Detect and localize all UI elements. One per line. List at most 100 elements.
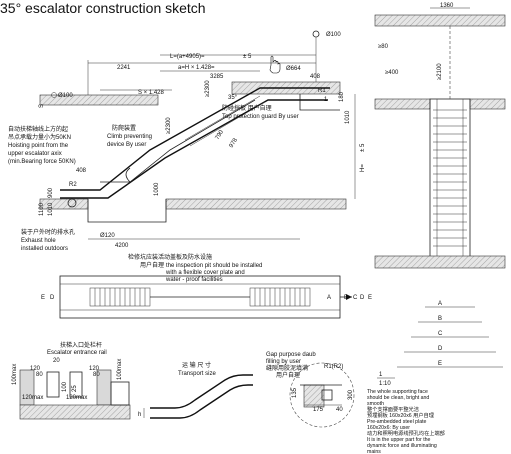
note-4: 整个支撑面要平整光洁 [367, 405, 419, 413]
note-10: dynamic force and illuminating [367, 443, 437, 449]
gap-note-en2: filling by user [266, 359, 301, 365]
pit-note-cn2: 用户自理 [140, 261, 164, 269]
rail-center-b [69, 371, 83, 398]
dim-s-factor: S × 1.428 [138, 90, 165, 96]
drill-hole-left [51, 92, 57, 98]
end-view-top-slab [374, 14, 506, 27]
dim-1000: 1000 [154, 182, 160, 196]
plan-label-a: A [327, 295, 331, 301]
upper-left-slab [39, 94, 159, 106]
dim-180: 180 [339, 91, 345, 102]
rail-dim-120a: 120 [30, 366, 41, 372]
note-2: should be clean, bright and [367, 395, 429, 401]
dim-r2: R2 [69, 182, 77, 188]
rail-center-a [46, 371, 60, 398]
pit-note-en2: with a flexible cover plate and [165, 270, 245, 276]
gap-r-label: R1(R2) [324, 364, 343, 370]
plan-label-c: C [353, 295, 358, 301]
notes-block: 1 1:10 The whole supporting face should … [367, 372, 445, 454]
dim-1010-b: 1010 [48, 202, 54, 216]
transport-truss-bottom [150, 384, 253, 419]
dim-408-bottom: 408 [76, 168, 87, 174]
note-6: Pre-ambedded steel plate [367, 419, 427, 425]
gap-note-en1: Gap purpose daub [266, 352, 316, 358]
dim-1010: 1010 [345, 110, 351, 124]
note-5: 预埋钢板 160x20x6 用户自理 [367, 411, 435, 419]
transport-size-detail: 运 输 尺 寸 Transport size h [138, 361, 253, 419]
rail-note-cn: 扶梯入口处栏杆 [60, 341, 102, 349]
scale-ratio: 1:10 [379, 381, 391, 387]
end-label-c: C [438, 331, 443, 337]
a-formula: a=H × 1.428= [178, 65, 215, 71]
note-11: mains [367, 449, 381, 454]
transport-truss-top [150, 374, 253, 409]
hand-pointer-icon [269, 55, 281, 74]
guard-note-cn: 防碰挡板 用户自理 [222, 104, 272, 112]
hoist-point-upper [312, 30, 320, 38]
truss-top-line [60, 87, 330, 191]
note-3: smooth [367, 401, 384, 407]
rail-note-en: Escalator entrance rail [47, 350, 107, 356]
length-formula: L=(a+4905)= [170, 54, 205, 60]
end-label-d: D [438, 346, 443, 352]
exhaust-note-en1: Exhaust hole [21, 238, 56, 244]
hoist-note-en2: upper escalator axix [8, 151, 62, 157]
drawing-title: 35° escalator construction sketch [0, 0, 206, 16]
hoist-point-lower [67, 198, 77, 208]
rail-dim-120max-r: 120max [66, 395, 87, 401]
dim-1360: 1360 [440, 3, 454, 9]
dim-400: ≥400 [385, 70, 399, 76]
side-elevation-view: L=(a+4905)= ± 5 a=H × 1.428= 2241 3285 S… [8, 30, 366, 252]
gap-dim-300: 300 [348, 389, 354, 400]
handrail-newel-lower [125, 167, 131, 183]
pit-note-en3: water - proof facilities [165, 277, 223, 283]
transport-note-en: Transport size [178, 371, 216, 377]
rail-dim-100max-l: 100max [12, 364, 18, 385]
transport-dim-h: h [138, 412, 141, 418]
plan-label-b: B [344, 295, 348, 301]
length-tolerance: ± 5 [243, 54, 252, 60]
climb-note-en2: device By user [107, 142, 146, 148]
plan-label-d-right: D [360, 295, 365, 301]
end-section-view: 1360 ≥80 ≥400 ≥2100 [374, 3, 506, 269]
rail-dim-80: 80 [36, 372, 43, 378]
gap-note-cn4: 用户自理 [276, 371, 300, 379]
dim-100-left: Ø100 [58, 93, 73, 99]
end-view-bottom-slab [374, 255, 506, 269]
note-8: 动力和照明电源线预孔均在上端部 [367, 429, 445, 437]
dim-2300-b: ≥2300 [166, 117, 172, 134]
exhaust-note-cn: 装于户外时的排水孔 [21, 228, 75, 236]
dim-1: 1 [324, 97, 328, 103]
gap-note-cn3: 缝隙用胶泥填满 [266, 364, 308, 372]
dim-664: Ø664 [286, 66, 301, 72]
note-7: 160x20x6: By user [367, 425, 410, 431]
end-label-b: B [438, 316, 442, 322]
guard-note-en: Top protection guard By user [222, 114, 299, 120]
dim-2241: 2241 [117, 65, 131, 71]
hoist-note-en3: (min.Bearing force 50KN) [8, 159, 76, 165]
plan-view: 检修坑应装活动盖板及防水设施 用户自理 the inspection pit s… [41, 253, 372, 319]
entrance-rail-detail: 扶梯入口处栏杆 Escalator entrance rail 20 120 1… [12, 341, 131, 420]
dim-1100: 1100 [39, 202, 45, 216]
rail-dim-120b: 120 [89, 366, 100, 372]
dim-s-left: S [39, 104, 45, 108]
dim-3285: 3285 [210, 74, 224, 80]
plan-label-d: D [50, 295, 55, 301]
dim-r1: R1 [318, 88, 326, 94]
gap-steel-plate [321, 389, 333, 401]
dim-2300: ≥2300 [205, 80, 211, 97]
rail-base [19, 404, 131, 420]
end-view-left-slab [374, 98, 431, 110]
plan-steps [94, 288, 306, 306]
dim-120: Ø120 [100, 233, 115, 239]
hoist-note-cn2: 吊点承载力量小为50KN [8, 133, 71, 141]
end-label-e: E [438, 361, 442, 367]
plan-label-e-right: E [368, 295, 372, 301]
hoist-note-en1: Hoisting point from the [8, 143, 69, 149]
dim-408-top: 408 [310, 74, 321, 80]
gap-dim-175: 175 [313, 407, 324, 413]
dim-h: H= [360, 164, 366, 172]
plan-label-e: E [41, 295, 45, 301]
handrail-line [100, 99, 256, 183]
